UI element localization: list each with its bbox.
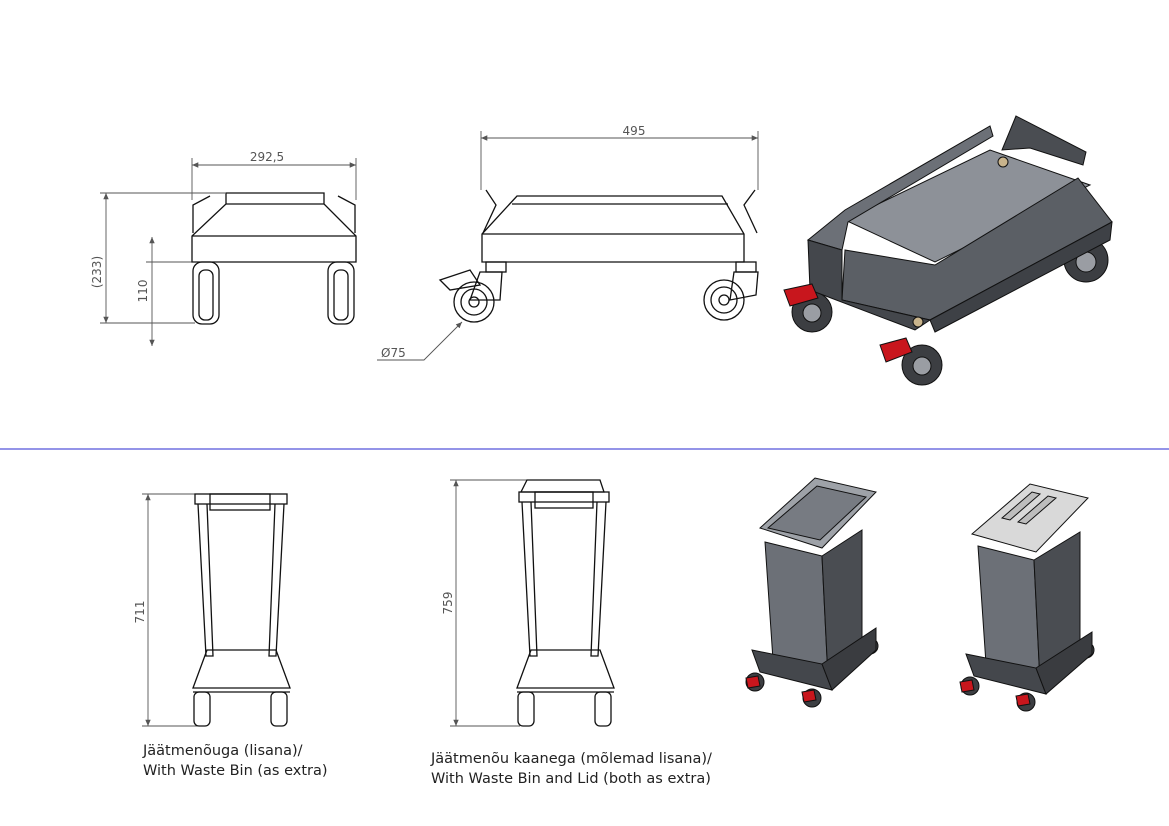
bin-lid-isometric-view bbox=[959, 483, 1095, 712]
isometric-view bbox=[783, 115, 1113, 386]
caption-lid-line1: Jäätmenõu kaanega (mõlemad lisana)/ bbox=[431, 751, 712, 767]
dim-wheel-diameter: Ø75 bbox=[381, 346, 406, 360]
bin-lid-front-view: 759 bbox=[441, 479, 615, 727]
bin-front-view: 711 bbox=[133, 493, 291, 727]
caption-bin-line2: With Waste Bin (as extra) bbox=[143, 763, 328, 779]
caption-with-waste-bin-and-lid: Jäätmenõu kaanega (mõlemad lisana)/ With… bbox=[431, 749, 712, 789]
dim-height-bin: 711 bbox=[133, 601, 147, 624]
dim-height-bin-lid: 759 bbox=[441, 592, 455, 615]
caption-lid-line2: With Waste Bin and Lid (both as extra) bbox=[431, 771, 711, 787]
bin-isometric-view bbox=[745, 477, 879, 708]
caption-bin-line1: Jäätmenõuga (lisana)/ bbox=[143, 743, 303, 759]
dim-front-width: 292,5 bbox=[250, 150, 284, 164]
dim-total-height: (233) bbox=[90, 256, 104, 288]
dim-frame-height: 110 bbox=[136, 280, 150, 303]
dim-side-length: 495 bbox=[623, 124, 646, 138]
caption-with-waste-bin: Jäätmenõuga (lisana)/ With Waste Bin (as… bbox=[143, 741, 328, 781]
front-view: 292,5 (233) 110 bbox=[90, 150, 357, 346]
side-view: 495 Ø75 bbox=[377, 124, 759, 361]
